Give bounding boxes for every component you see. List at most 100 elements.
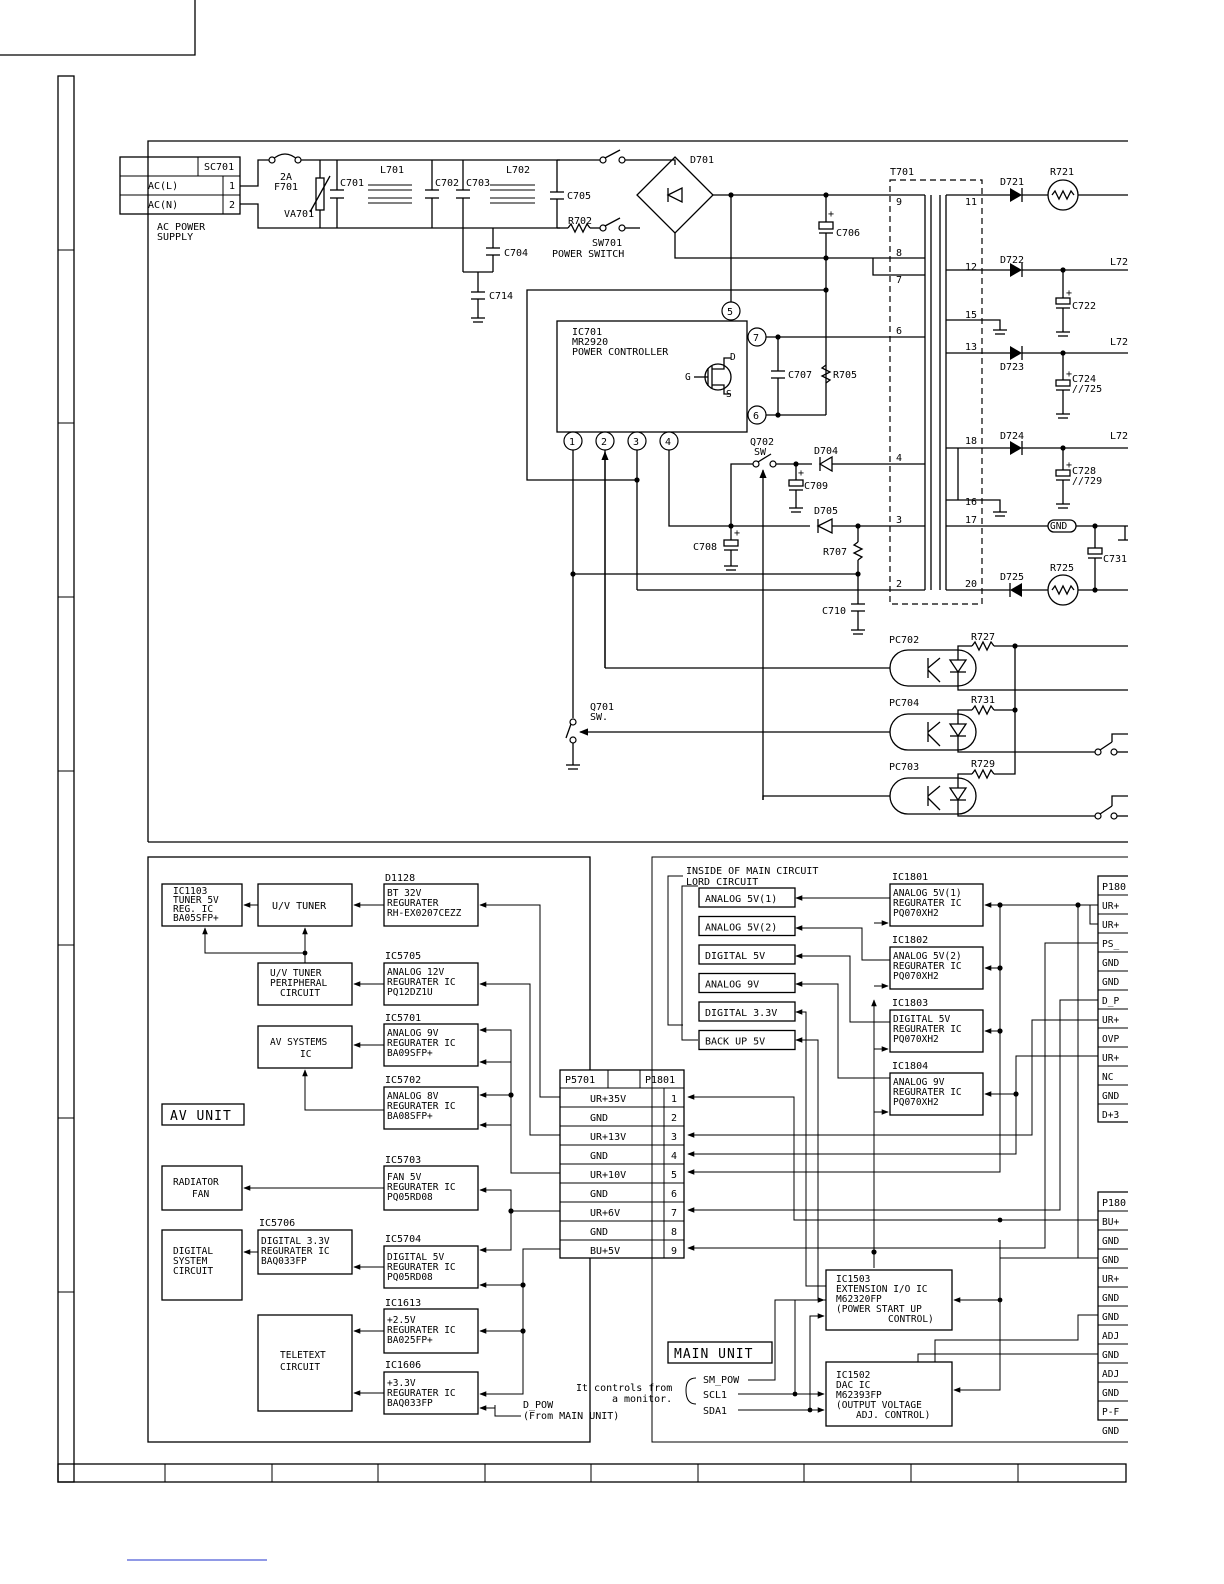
pc703-label: PC703	[889, 762, 919, 773]
c701-label: C701	[340, 178, 364, 189]
svg-text:DAC IC: DAC IC	[836, 1380, 870, 1391]
svg-text:M62320FP: M62320FP	[836, 1294, 882, 1305]
load-box	[698, 972, 796, 994]
monitor-note-1: It controls from	[576, 1383, 672, 1394]
svg-text:BT 32V: BT 32V	[387, 888, 422, 899]
svg-text:SYSTEM: SYSTEM	[173, 1256, 208, 1267]
c702-label: C702	[435, 178, 459, 189]
svg-text:16: 16	[965, 497, 977, 508]
main-unit-section: MAIN UNIT INSIDE OF MAIN CIRCUIT LORD CI…	[651, 856, 1128, 1443]
load-box	[698, 887, 796, 908]
pc703-photocoupler: PC703 R729	[889, 759, 1128, 820]
conn-row-num: 5	[671, 1170, 677, 1181]
sw701-label: SW701	[592, 238, 622, 249]
c724-label: C724	[1072, 374, 1096, 385]
pin-label: GND	[1102, 1255, 1119, 1266]
svg-text:CIRCUIT: CIRCUIT	[280, 988, 320, 999]
main-unit-label: MAIN UNIT	[674, 1347, 753, 1362]
r727-label: R727	[971, 632, 995, 643]
svg-text:DIGITAL: DIGITAL	[173, 1246, 213, 1257]
svg-text:1: 1	[569, 437, 575, 448]
c706-label: C706	[836, 228, 860, 239]
svg-text:M62393FP: M62393FP	[836, 1390, 882, 1401]
conn-row-label: GND	[590, 1151, 608, 1162]
svg-text:PQ12DZ1U: PQ12DZ1U	[387, 987, 433, 998]
ic5704-ref: IC5704	[385, 1234, 421, 1245]
svg-text:+: +	[828, 209, 834, 220]
conn-row-num: 8	[671, 1227, 677, 1238]
l702-label: L702	[506, 165, 530, 176]
svg-text:ANALOG 9V: ANALOG 9V	[893, 1077, 945, 1088]
main-regulators: IC1801 ANALOG 5V(1) REGURATER IC PQ070XH…	[576, 872, 1098, 1427]
pin-label: PS_	[1102, 939, 1119, 950]
svg-text:RH-EX0207CEZZ: RH-EX0207CEZZ	[387, 908, 462, 919]
svg-text:2: 2	[601, 437, 607, 448]
d701-bridge: D701	[636, 155, 714, 234]
svg-text:PERIPHERAL: PERIPHERAL	[270, 978, 327, 989]
conn-row-num: 4	[671, 1151, 677, 1162]
load-box	[698, 944, 796, 965]
pin-label: UR+	[1102, 920, 1119, 931]
svg-text:S: S	[726, 389, 732, 400]
ic1804-ref: IC1804	[892, 1061, 928, 1072]
q701-label: Q701	[590, 702, 614, 713]
pin-label: UR+	[1102, 1015, 1119, 1026]
conn-row-label: GND	[590, 1113, 608, 1124]
ic5706-ref: IC5706	[259, 1218, 295, 1229]
ac-caption-1: AC POWER	[157, 222, 206, 233]
conn-row-label: GND	[590, 1189, 608, 1200]
pin2-label: 2	[229, 200, 235, 211]
svg-text:CIRCUIT: CIRCUIT	[280, 1362, 320, 1373]
svg-text:TELETEXT: TELETEXT	[280, 1350, 326, 1361]
svg-text:REGURATER IC: REGURATER IC	[387, 977, 456, 988]
svg-text:4: 4	[896, 453, 902, 464]
d705-label: D705	[814, 506, 838, 517]
c714-label: C714	[489, 291, 513, 302]
p5701-label: P5701	[565, 1075, 595, 1086]
pin-label: BU+	[1102, 1217, 1119, 1228]
svg-text:REGURATER IC: REGURATER IC	[893, 1087, 962, 1098]
pin-label: ADJ	[1102, 1369, 1119, 1380]
scl1-label: SCL1	[703, 1390, 727, 1401]
c722-label: C722	[1072, 301, 1096, 312]
load-label: DIGITAL 3.3V	[705, 1008, 777, 1019]
pin-label: D_P	[1102, 996, 1119, 1007]
pin-label: NC	[1102, 1072, 1113, 1083]
right-connector-a: P180	[1097, 875, 1128, 1123]
sda1-label: SDA1	[703, 1406, 727, 1417]
load-label: ANALOG 5V(2)	[705, 923, 777, 934]
svg-text:ANALOG 8V: ANALOG 8V	[387, 1091, 439, 1102]
d-pow-source: (From MAIN UNIT)	[523, 1411, 619, 1422]
q702-sw: SW	[754, 447, 767, 458]
ic5705-ref: IC5705	[385, 951, 421, 962]
d723-label: D723	[1000, 362, 1024, 373]
secondary-rectifiers: D721 R721 D722 L72 + C722 D723 L72	[1000, 167, 1128, 606]
av-unit-label: AV UNIT	[170, 1109, 232, 1124]
d-pow-label: D_POW	[523, 1400, 554, 1411]
svg-text:BA08SFP+: BA08SFP+	[387, 1111, 433, 1122]
svg-text:11: 11	[965, 197, 977, 208]
d724-label: D724	[1000, 431, 1024, 442]
page-frame	[0, 0, 1127, 1561]
svg-text:REGURATER IC: REGURATER IC	[387, 1325, 456, 1336]
t701-label: T701	[890, 167, 914, 178]
svg-text:U/V TUNER: U/V TUNER	[270, 968, 322, 979]
svg-text:REGURATER IC: REGURATER IC	[387, 1182, 456, 1193]
pin-label: GND	[1102, 1293, 1119, 1304]
pin-label: D+3	[1102, 1110, 1119, 1121]
svg-text:7: 7	[753, 333, 759, 344]
conn-row-label: UR+10V	[590, 1170, 626, 1181]
svg-text:20: 20	[965, 579, 977, 590]
svg-text:(POWER START UP: (POWER START UP	[836, 1304, 922, 1315]
svg-text:BA025FP+: BA025FP+	[387, 1335, 433, 1346]
svg-text:REG. IC: REG. IC	[173, 904, 213, 915]
r707-label: R707	[823, 547, 847, 558]
pin-label: GND	[1102, 1426, 1119, 1437]
c710-label: C710	[822, 606, 846, 617]
svg-text:FAN: FAN	[192, 1189, 209, 1200]
gnd-label: GND	[1050, 521, 1067, 532]
svg-text:DIGITAL 5V: DIGITAL 5V	[387, 1252, 444, 1263]
inside-note-1: INSIDE OF MAIN CIRCUIT	[686, 866, 818, 877]
svg-text:DIGITAL 5V: DIGITAL 5V	[893, 1014, 950, 1025]
ic701-power-controller: IC701 MR2920 POWER CONTROLLER G D S	[556, 320, 748, 433]
